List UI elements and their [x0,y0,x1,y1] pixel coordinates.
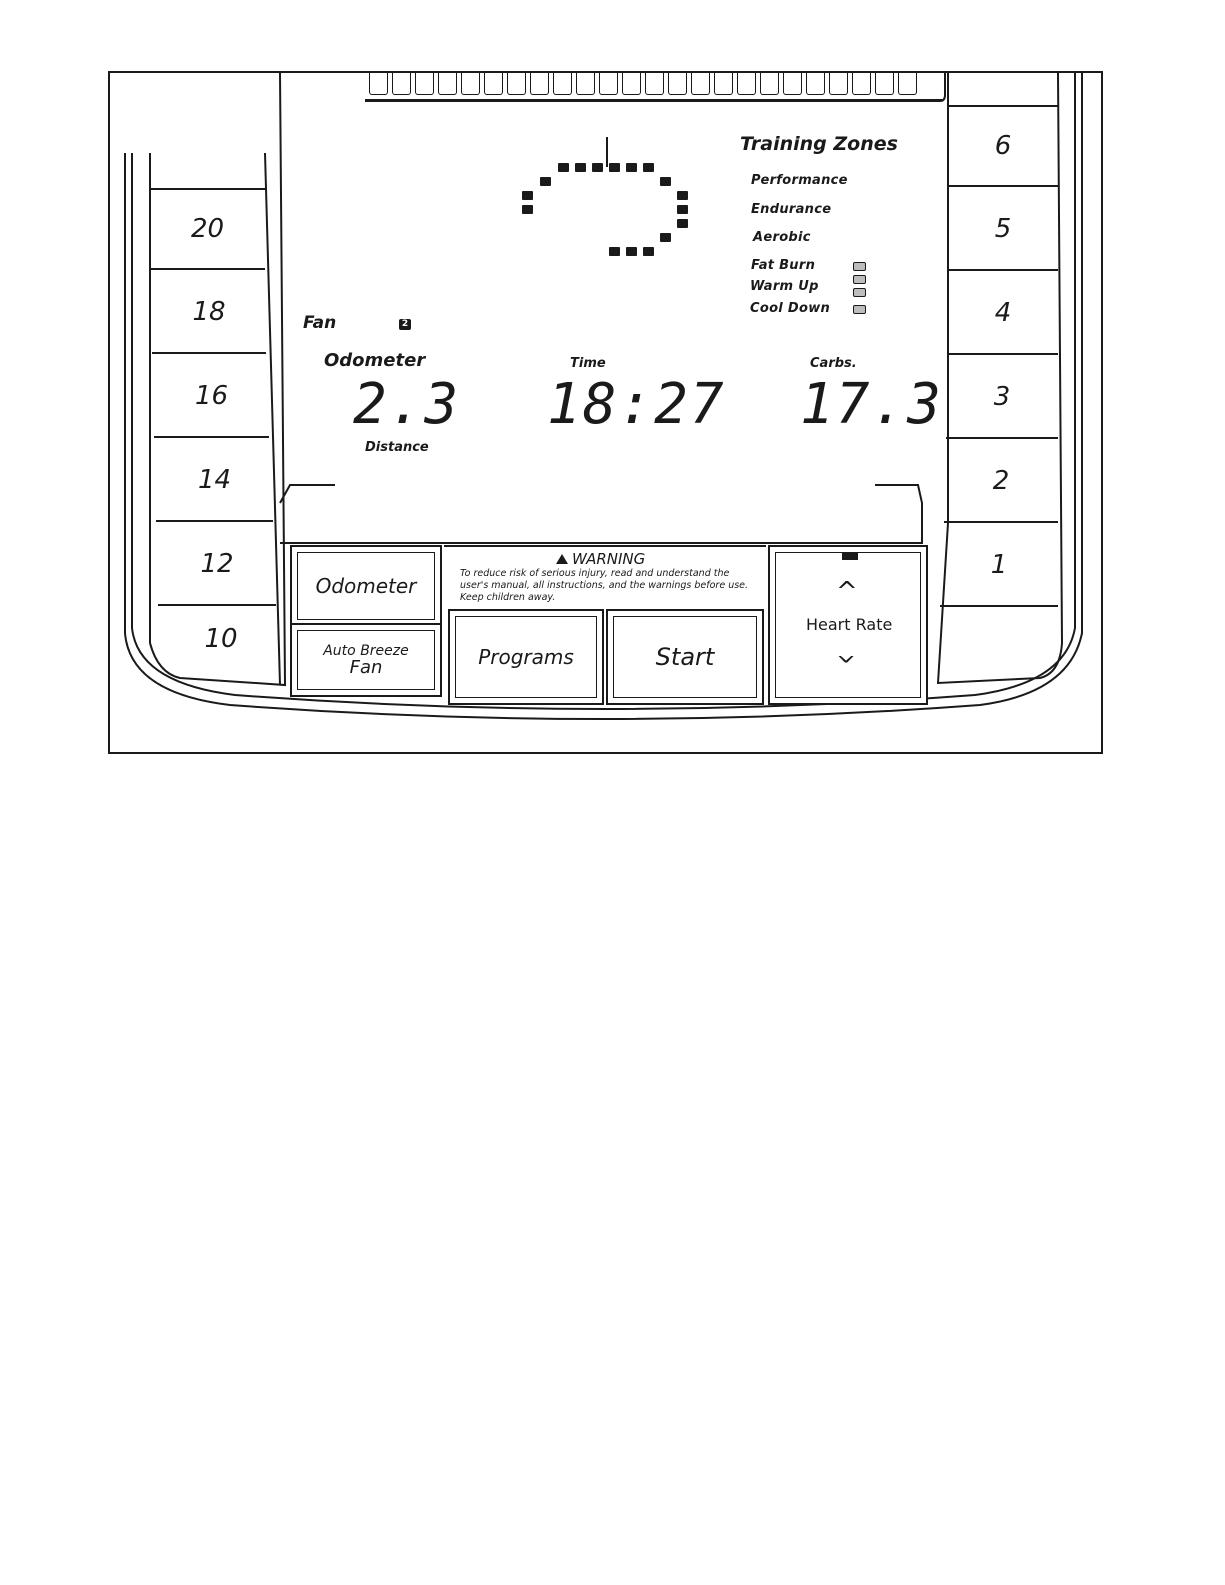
left-key-14[interactable]: 14 [156,440,273,522]
zone-fat-burn: Fat Burn [751,258,816,273]
start-button[interactable]: Start [606,609,764,705]
odometer-button[interactable]: Odometer [290,545,442,625]
zone-aerobic: Aerobic [753,230,811,245]
left-key-12[interactable]: 12 [158,524,276,606]
fan-level-indicator: 2 [399,319,411,330]
right-key-6[interactable]: 6 [948,105,1058,187]
console-diagram-frame: 20 18 16 14 12 10 6 5 4 3 2 1 [108,71,1103,754]
warning-title: WARNING [572,550,646,568]
zone-endurance: Endurance [751,202,832,217]
heart-rate-indicator-led [842,553,858,560]
auto-breeze-fan-button[interactable]: Auto Breeze Fan [290,623,442,697]
fan-label: Fan [303,313,337,333]
right-key-blank[interactable] [938,609,1058,671]
heart-rate-label: Heart Rate [806,615,893,634]
left-key-18[interactable]: 18 [152,272,266,354]
programs-button[interactable]: Programs [448,609,604,705]
warning-triangle-icon [556,554,568,564]
zone-led-warm-up [853,275,866,284]
top-segment-strip [365,73,943,101]
ring-pointer-line [606,137,608,167]
right-key-2[interactable]: 2 [944,441,1058,523]
right-key-1[interactable]: 1 [940,525,1058,607]
warning-text-line-1: To reduce risk of serious injury, read a… [460,568,730,579]
distance-label: Distance [365,440,429,455]
warning-label: WARNING To reduce risk of serious injury… [444,545,766,607]
left-key-16[interactable]: 16 [154,356,269,438]
time-label: Time [570,356,606,371]
zone-led-aerobic-low [853,288,866,297]
heart-rate-up-icon[interactable]: ^ [836,577,858,607]
zone-led-fat-burn [853,262,866,271]
carbs-value: 17.3 [800,372,943,437]
right-key-5[interactable]: 5 [948,189,1058,271]
distance-value: 2.3 [353,372,461,437]
zone-warm-up: Warm Up [750,279,819,294]
console-outline [124,73,1083,720]
right-key-4[interactable]: 4 [948,273,1058,355]
time-value: 18:27 [547,372,726,437]
training-zones-title: Training Zones [740,133,898,155]
warning-title-row: WARNING [556,550,645,568]
warning-text-line-3: Keep children away. [460,592,556,603]
warning-text-line-2: user's manual, all instructions, and the… [460,580,749,591]
zone-cool-down: Cool Down [750,301,831,316]
odometer-display-label: Odometer [324,350,426,371]
heart-rate-rocker[interactable]: ^ Heart Rate ^ [768,545,928,705]
heart-rate-down-icon[interactable]: ^ [836,639,857,667]
left-key-20[interactable]: 20 [150,188,265,270]
zone-led-cool-down [853,305,866,314]
carbs-label: Carbs. [810,356,857,371]
zone-performance: Performance [751,173,848,188]
left-key-10[interactable]: 10 [204,624,238,654]
right-key-3[interactable]: 3 [946,357,1058,439]
